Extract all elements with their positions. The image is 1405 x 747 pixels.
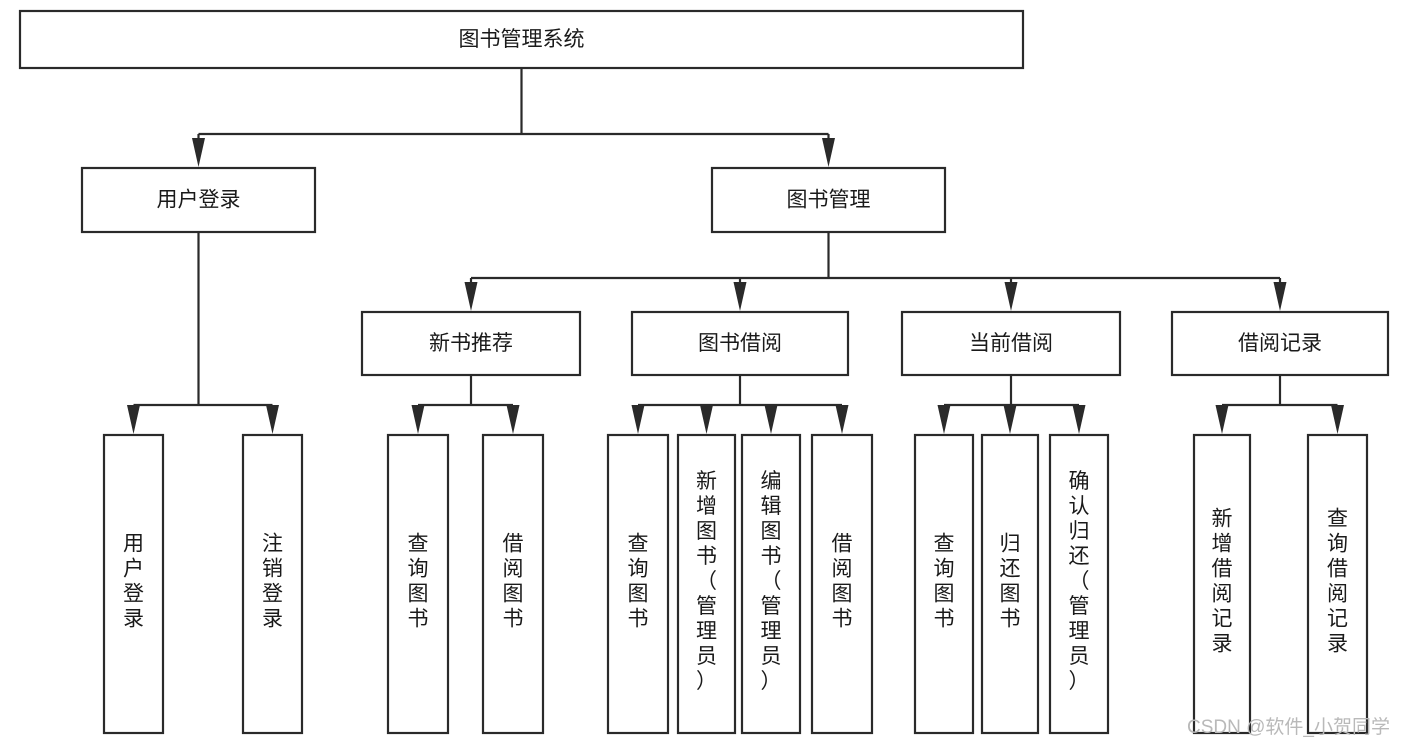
node-leaf-add-borrow-record[interactable]: 新增借阅记录 xyxy=(1192,433,1252,735)
node-label-leaf-query-book-3: 查询图书 xyxy=(934,533,955,631)
node-label-leaf-edit-book: 编辑图书（管理员） xyxy=(761,470,782,693)
node-leaf-query-book-3[interactable]: 查询图书 xyxy=(913,433,975,735)
arrow-head-icon xyxy=(1215,405,1229,434)
node-box-leaf-query-book-1 xyxy=(386,433,450,735)
arrow-head-icon xyxy=(631,405,645,434)
node-book-borrow[interactable]: 图书借阅 xyxy=(630,310,850,377)
node-label-current-borrow: 当前借阅 xyxy=(969,332,1053,355)
node-current-borrow[interactable]: 当前借阅 xyxy=(900,310,1122,377)
node-label-leaf-borrow-book-2: 借阅图书 xyxy=(832,533,853,631)
node-box-leaf-query-book-2 xyxy=(606,433,670,735)
arrow-head-icon xyxy=(1072,405,1086,434)
node-label-leaf-user-logout: 注销登录 xyxy=(262,533,283,631)
node-box-root xyxy=(18,9,1025,70)
node-leaf-return-book[interactable]: 归还图书 xyxy=(980,433,1040,735)
node-label-leaf-query-book-2: 查询图书 xyxy=(628,533,649,631)
arrow-head-icon xyxy=(937,405,951,434)
arrow-head-icon xyxy=(192,138,205,167)
node-leaf-borrow-book-2[interactable]: 借阅图书 xyxy=(810,433,874,735)
node-leaf-user-login[interactable]: 用户登录 xyxy=(102,433,165,735)
node-user-login[interactable]: 用户登录 xyxy=(80,166,317,234)
connector-root-to-level2 xyxy=(192,68,835,167)
arrow-head-icon xyxy=(764,405,778,434)
node-box-book-manage xyxy=(710,166,947,234)
node-label-borrow-record: 借阅记录 xyxy=(1238,332,1322,355)
node-leaf-add-book[interactable]: 新增图书（管理员） xyxy=(676,433,737,735)
node-borrow-record[interactable]: 借阅记录 xyxy=(1170,310,1390,377)
node-label-leaf-user-login: 用户登录 xyxy=(123,533,144,631)
node-leaf-query-borrow-record[interactable]: 查询借阅记录 xyxy=(1306,433,1369,735)
node-box-leaf-add-book xyxy=(676,433,737,735)
arrow-head-icon xyxy=(266,405,279,434)
connector-current-borrow-to-leaves xyxy=(937,375,1086,434)
node-label-leaf-query-book-1: 查询图书 xyxy=(408,533,429,631)
node-box-leaf-confirm-return xyxy=(1048,433,1110,735)
node-leaf-query-book-1[interactable]: 查询图书 xyxy=(386,433,450,735)
node-box-leaf-user-login xyxy=(102,433,165,735)
node-box-leaf-user-logout xyxy=(241,433,304,735)
node-new-book-recommend[interactable]: 新书推荐 xyxy=(360,310,582,377)
node-root[interactable]: 图书管理系统 xyxy=(18,9,1025,70)
node-label-leaf-borrow-book-1: 借阅图书 xyxy=(503,533,524,631)
node-box-leaf-borrow-book-2 xyxy=(810,433,874,735)
node-label-root: 图书管理系统 xyxy=(459,28,585,51)
node-label-leaf-return-book: 归还图书 xyxy=(1000,533,1021,631)
arrow-head-icon xyxy=(127,405,140,434)
node-leaf-confirm-return[interactable]: 确认归还（管理员） xyxy=(1048,433,1110,735)
arrow-head-icon xyxy=(506,405,520,434)
node-box-leaf-add-borrow-record xyxy=(1192,433,1252,735)
node-label-book-borrow: 图书借阅 xyxy=(698,332,782,355)
arrow-head-icon xyxy=(1004,282,1018,311)
node-label-new-book-recommend: 新书推荐 xyxy=(429,332,513,355)
arrow-head-icon xyxy=(411,405,425,434)
connector-edges-layer xyxy=(127,68,1344,434)
node-leaf-borrow-book-1[interactable]: 借阅图书 xyxy=(481,433,545,735)
node-label-leaf-query-borrow-record: 查询借阅记录 xyxy=(1327,508,1348,656)
node-box-new-book-recommend xyxy=(360,310,582,377)
diagram-nodes-layer: 图书管理系统用户登录图书管理新书推荐图书借阅当前借阅借阅记录用户登录注销登录查询… xyxy=(18,9,1390,735)
connector-book-borrow-to-leaves xyxy=(631,375,849,434)
arrow-head-icon xyxy=(464,282,478,311)
node-box-leaf-return-book xyxy=(980,433,1040,735)
node-label-user-login: 用户登录 xyxy=(157,189,241,212)
connector-user-login-to-leaves xyxy=(127,232,279,434)
node-box-current-borrow xyxy=(900,310,1122,377)
node-label-leaf-confirm-return: 确认归还（管理员） xyxy=(1069,470,1090,693)
node-box-leaf-edit-book xyxy=(740,433,802,735)
arrow-head-icon xyxy=(835,405,849,434)
connector-borrow-record-to-leaves xyxy=(1215,375,1344,434)
node-leaf-query-book-2[interactable]: 查询图书 xyxy=(606,433,670,735)
node-label-leaf-add-book: 新增图书（管理员） xyxy=(696,470,717,693)
node-book-manage[interactable]: 图书管理 xyxy=(710,166,947,234)
arrow-head-icon xyxy=(1003,405,1017,434)
connector-book-manage-to-level3 xyxy=(464,232,1287,311)
node-label-leaf-add-borrow-record: 新增借阅记录 xyxy=(1212,508,1233,656)
arrow-head-icon xyxy=(822,138,835,167)
arrow-head-icon xyxy=(700,405,713,434)
node-box-leaf-borrow-book-1 xyxy=(481,433,545,735)
node-box-leaf-query-borrow-record xyxy=(1306,433,1369,735)
node-leaf-edit-book[interactable]: 编辑图书（管理员） xyxy=(740,433,802,735)
node-label-book-manage: 图书管理 xyxy=(787,189,871,212)
connector-new-book-recommend-to-leaves xyxy=(411,375,520,434)
csdn-watermark: CSDN @软件_小贺同学 xyxy=(1187,716,1390,738)
node-box-borrow-record xyxy=(1170,310,1390,377)
arrow-head-icon xyxy=(733,282,747,311)
node-box-user-login xyxy=(80,166,317,234)
arrow-head-icon xyxy=(1273,282,1287,311)
node-leaf-user-logout[interactable]: 注销登录 xyxy=(241,433,304,735)
node-box-book-borrow xyxy=(630,310,850,377)
arrow-head-icon xyxy=(1331,405,1344,434)
node-box-leaf-query-book-3 xyxy=(913,433,975,735)
